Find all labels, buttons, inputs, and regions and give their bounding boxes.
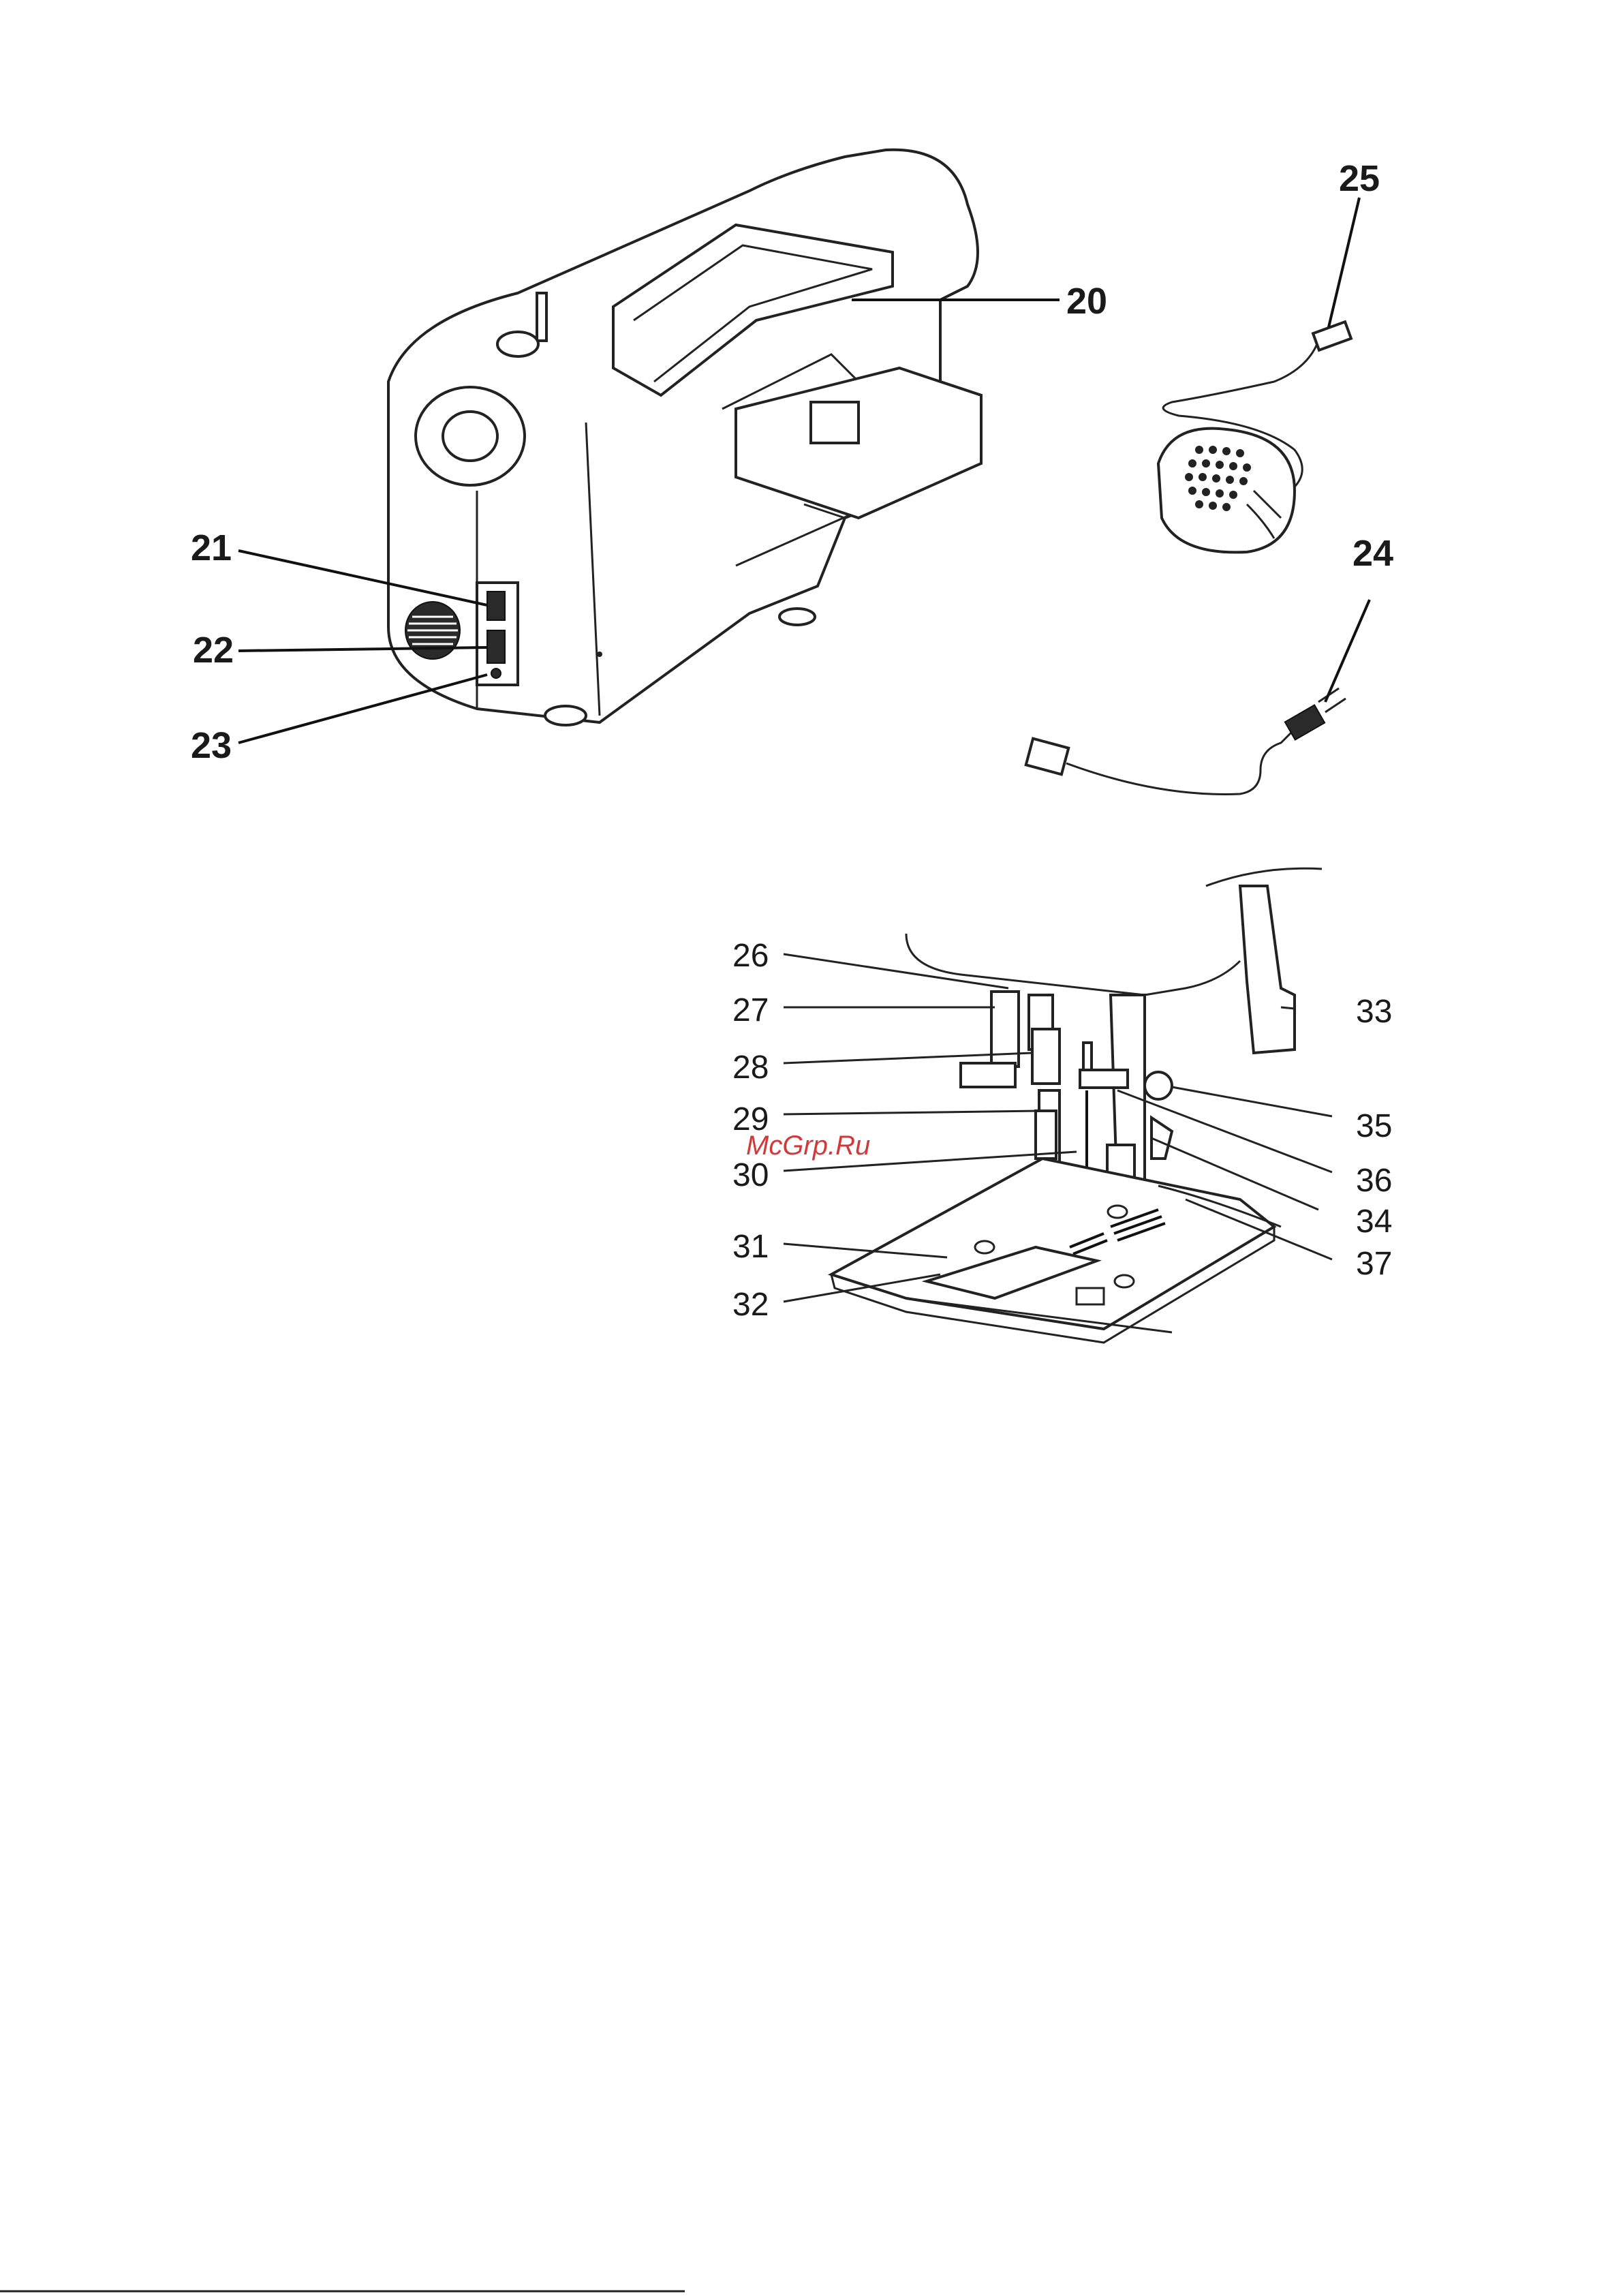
callout-36: 36 (1356, 1163, 1392, 1199)
callout-37: 37 (1356, 1246, 1392, 1282)
callout-23: 23 (191, 725, 232, 766)
callout-28: 28 (732, 1050, 769, 1086)
callout-21: 21 (191, 527, 232, 568)
callout-33: 33 (1356, 994, 1392, 1030)
callout-22: 22 (193, 630, 234, 671)
callout-20: 20 (1066, 281, 1107, 322)
callout-25: 25 (1339, 158, 1380, 199)
callout-26: 26 (732, 938, 769, 974)
callout-24: 24 (1352, 533, 1393, 574)
callout-35: 35 (1356, 1108, 1392, 1144)
callout-27: 27 (732, 992, 769, 1028)
callout-34: 34 (1356, 1204, 1392, 1240)
foot-controller-illustration (1158, 322, 1351, 552)
sewing-machine-rear-illustration (388, 150, 981, 725)
needle-area-illustration (831, 868, 1322, 1343)
callout-32: 32 (732, 1287, 769, 1323)
callout-31: 31 (732, 1229, 769, 1265)
power-cord-illustration (1026, 688, 1346, 794)
callout-30: 30 (732, 1157, 769, 1193)
watermark-text: McGrp.Ru (746, 1131, 870, 1161)
